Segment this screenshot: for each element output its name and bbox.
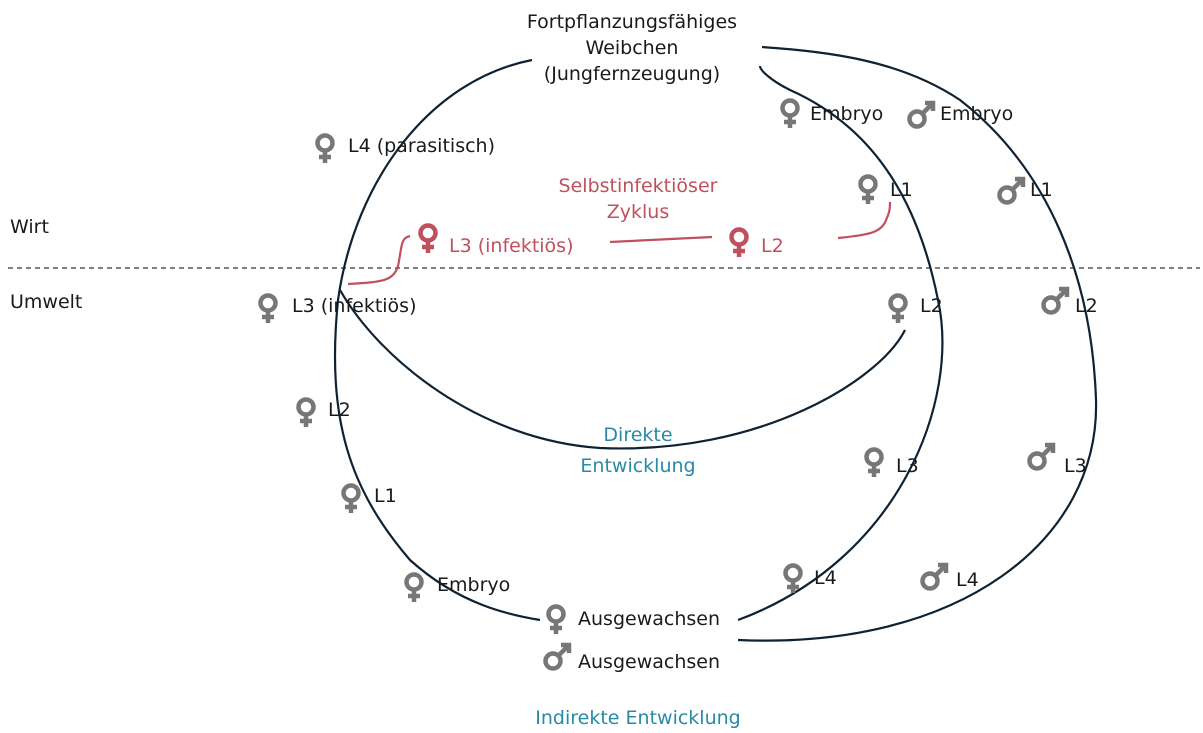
left-l1-label: L1 [374,485,397,507]
female-symbol-icon [407,575,422,603]
female-l1-label: L1 [890,179,913,201]
self-infection-l2-label: L2 [761,235,784,257]
center-node-line2: Weibchen [586,37,679,59]
direct-development-line2: Entwicklung [580,455,695,477]
female-symbol-icon [344,486,359,514]
male-symbol-icon [923,565,947,589]
male-branch-path [737,45,1098,642]
female-symbol-icon [891,296,906,324]
female-symbol-icon [421,226,436,254]
self-infection-title-line1: Selbstinfektiöser [559,175,718,197]
male-embryo-label: Embryo [940,103,1013,125]
male-symbol-icon [1044,289,1068,313]
female-symbol-icon [549,607,564,635]
female-symbol-icon [299,400,314,428]
center-node-line3: (Jungfernzeugung) [544,63,720,85]
male-symbol-icon [1000,179,1024,203]
male-adult-label: Ausgewachsen [578,651,720,673]
left-loop-path [333,58,541,622]
self-infection-path-l2 [609,235,713,244]
female-l2-label: L2 [920,295,943,317]
self-infection-path-l1 [837,201,892,240]
direct-development-path [339,289,906,450]
self-infection-path-l3 [347,234,411,286]
female-symbol-icon [732,230,747,258]
male-l2-label: L2 [1075,295,1098,317]
female-symbol-icon [867,450,882,478]
male-l3-label: L3 [1064,455,1087,477]
female-l3-label: L3 [896,455,919,477]
left-embryo-label: Embryo [437,574,510,596]
left-l3-infective-label: L3 (infektiös) [292,295,417,317]
female-adult-label: Ausgewachsen [578,608,720,630]
male-symbol-icon [1030,445,1054,469]
center-node-line1: Fortpflanzungsfähiges [527,11,737,33]
zone-environment-label: Umwelt [10,291,82,313]
self-infection-l3-label: L3 (infektiös) [449,235,574,257]
female-symbol-icon [786,566,801,594]
male-l4-label: L4 [956,569,979,591]
female-symbol-icon [318,136,333,164]
female-symbol-icon [261,296,276,324]
female-embryo-label: Embryo [810,103,883,125]
female-l4-label: L4 [814,567,837,589]
indirect-development-label: Indirekte Entwicklung [535,707,740,729]
male-symbol-icon [546,645,570,669]
direct-development-line1: Direkte [603,424,672,446]
female-symbol-icon [861,177,876,205]
self-infection-title-line2: Zyklus [607,201,669,223]
left-l4-parasitic-label: L4 (parasitisch) [348,135,495,157]
female-branch-path [737,65,944,622]
zone-host-label: Wirt [10,216,49,238]
female-symbol-icon [783,101,798,129]
male-symbol-icon [910,103,934,127]
left-l2-label: L2 [328,399,351,421]
male-l1-label: L1 [1030,179,1053,201]
